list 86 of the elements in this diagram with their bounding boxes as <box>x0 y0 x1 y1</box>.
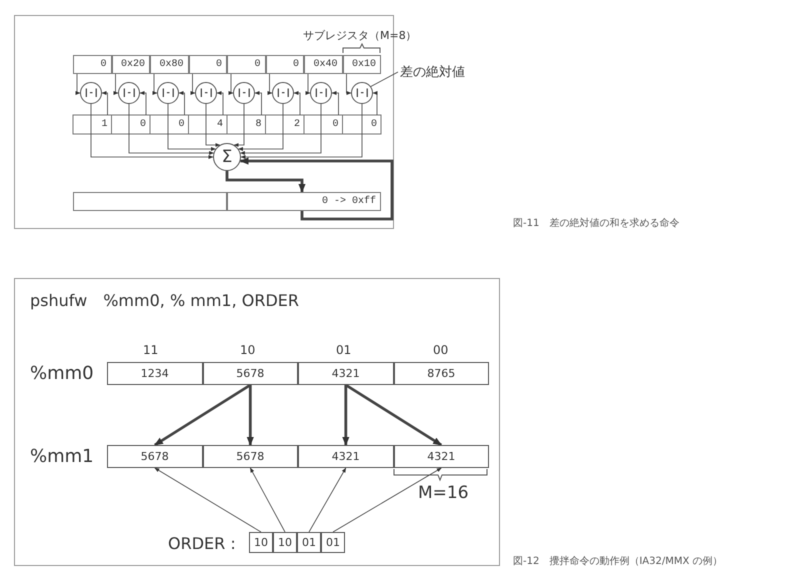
arrow <box>154 384 252 446</box>
register-name: %mm0 <box>30 363 94 384</box>
register-value: 2 <box>286 115 304 134</box>
arrow <box>294 91 300 116</box>
abs-diff-unit: |-| <box>351 82 373 104</box>
register-cell <box>73 192 227 211</box>
arrow <box>372 91 378 116</box>
arrow <box>308 468 346 532</box>
register-cell: 8765 <box>394 362 489 385</box>
figure-caption: 図-11 差の絶対値の和を求める命令 <box>513 216 680 230</box>
arrow <box>346 74 352 95</box>
register-cell: 4321 <box>394 445 489 468</box>
arrow <box>228 74 234 95</box>
bracket-label: サブレジスタ（M=8） <box>303 28 417 43</box>
register-cell: 0x20 <box>112 55 150 74</box>
register-cell: 5678 <box>202 445 298 468</box>
figure-caption: 図-12 攪拌命令の動作例（IA32/MMX の例） <box>513 554 723 568</box>
order-cell: 10 <box>273 532 297 553</box>
arrow <box>114 74 118 95</box>
abs-diff-unit: |-| <box>310 82 332 104</box>
arrow <box>76 74 80 95</box>
register-value: 0 <box>365 115 381 134</box>
bit-label: 10 <box>240 343 256 357</box>
abs-diff-unit: |-| <box>118 82 140 104</box>
arrow <box>168 104 216 151</box>
arrow <box>140 91 146 116</box>
sum-unit: Σ <box>213 143 241 171</box>
register-value: 8 <box>247 115 266 134</box>
arrow <box>332 468 442 532</box>
register-cell: 5678 <box>202 362 298 385</box>
register-cell: 0 <box>227 55 266 74</box>
register-value: 0 <box>132 115 150 134</box>
register-cell: 0 -> 0xff <box>227 192 381 211</box>
arrow <box>240 104 362 159</box>
register-cell: 4321 <box>298 362 394 385</box>
bracket-label: M=16 <box>418 483 469 503</box>
register-cell: 5678 <box>107 445 202 468</box>
register-value: 4 <box>209 115 227 134</box>
register-cell: 0x40 <box>304 55 342 74</box>
arrow <box>240 157 394 220</box>
register-value: 0 <box>171 115 188 134</box>
arrow <box>240 104 322 155</box>
order-cell: 10 <box>249 532 273 553</box>
abs-diff-unit: |-| <box>272 82 294 104</box>
register-value: 0 <box>324 115 342 134</box>
abs-diff-unit: |-| <box>195 82 217 104</box>
arrow <box>90 104 214 159</box>
abs-diff-unit: |-| <box>157 82 179 104</box>
order-cell: 01 <box>321 532 345 553</box>
arrow <box>238 104 284 151</box>
abs-diff-unit: |-| <box>233 82 255 104</box>
register-cell: 0 <box>266 55 304 74</box>
register-cell: 0 <box>73 55 112 74</box>
bit-label: 00 <box>433 343 448 357</box>
bit-label: 11 <box>143 343 158 357</box>
order-cell: 01 <box>297 532 321 553</box>
register-cell: 0x10 <box>342 55 381 74</box>
arrow <box>102 91 108 116</box>
register-value: 1 <box>94 115 112 134</box>
arrow <box>154 468 262 532</box>
register-cell: 0 <box>188 55 227 74</box>
arrow <box>128 104 214 155</box>
arrow <box>306 74 310 95</box>
arrow <box>332 91 339 116</box>
annotation-text: 差の絶対値 <box>400 62 470 82</box>
register-name: %mm1 <box>30 446 94 467</box>
arrow <box>216 91 224 116</box>
arrow <box>190 74 196 95</box>
arrow <box>226 171 306 193</box>
arrow <box>206 104 220 147</box>
operand-name: ORDER : <box>168 534 236 553</box>
bit-label: 01 <box>336 343 352 357</box>
arrow <box>152 74 158 95</box>
instruction-text: pshufw %mm0, % mm1, ORDER <box>30 291 300 312</box>
arrow <box>254 91 262 116</box>
register-cell: 4321 <box>298 445 394 468</box>
arrow <box>250 468 286 532</box>
arrow <box>246 385 254 446</box>
arrow <box>268 74 272 95</box>
register-cell: 1234 <box>107 362 202 385</box>
abs-diff-unit: |-| <box>80 82 102 104</box>
arrow <box>234 104 244 147</box>
register-cell: 0x80 <box>150 55 188 74</box>
arrow <box>178 91 185 116</box>
arrow <box>345 384 442 446</box>
arrow <box>342 385 350 446</box>
